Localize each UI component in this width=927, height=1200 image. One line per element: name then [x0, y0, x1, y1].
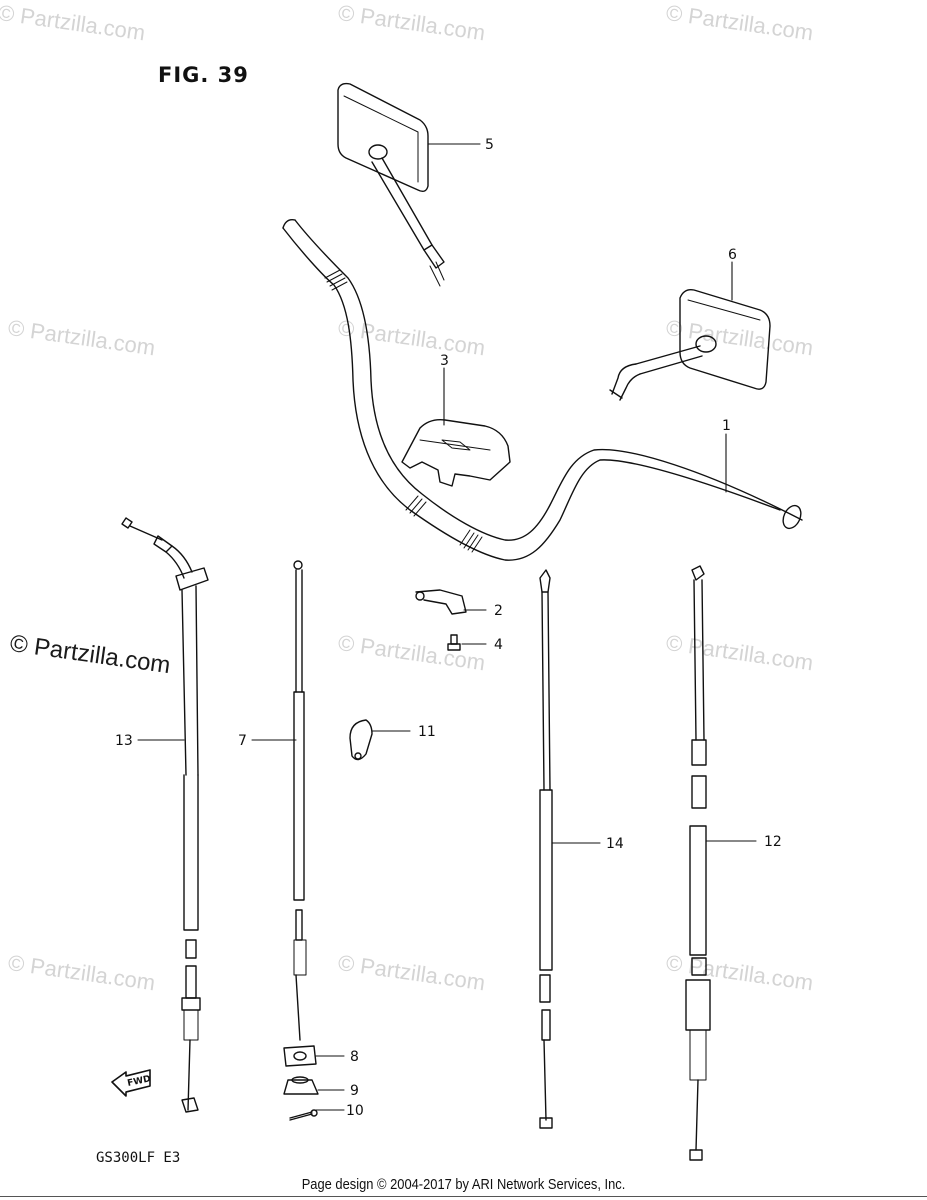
callout-10: 10: [346, 1103, 364, 1119]
throttle-cable[interactable]: [121, 517, 209, 1113]
callout-11: 11: [418, 724, 436, 740]
model-code: GS300LF E3: [96, 1150, 181, 1166]
callout-12: 12: [764, 834, 782, 850]
adjuster-nut[interactable]: [283, 1045, 317, 1067]
cable-12[interactable]: [685, 565, 711, 1161]
callout-1: 1: [722, 418, 731, 434]
cotter-pin[interactable]: [289, 1109, 318, 1121]
callout-8: 8: [350, 1049, 359, 1065]
clutch-cable[interactable]: [293, 560, 307, 1041]
callout-5: 5: [485, 137, 494, 153]
handlebar[interactable]: [282, 218, 804, 561]
figure-title: FIG. 39: [158, 63, 249, 87]
svg-text:FWD: FWD: [127, 1074, 152, 1089]
callout-6: 6: [728, 247, 737, 263]
forward-arrow-icon: FWD: [111, 1069, 152, 1097]
lock-nut[interactable]: [283, 1076, 319, 1095]
left-mirror[interactable]: [337, 82, 445, 287]
callout-3: 3: [440, 353, 449, 369]
footer-divider: [0, 1196, 927, 1197]
cable-clamp[interactable]: [415, 589, 467, 615]
cable-guide[interactable]: [349, 719, 373, 761]
callout-2: 2: [494, 603, 503, 619]
handlebar-holder[interactable]: [401, 418, 511, 487]
callout-7: 7: [238, 733, 247, 749]
callout-13: 13: [115, 733, 133, 749]
cable-14[interactable]: [539, 569, 553, 1129]
bolt[interactable]: [447, 634, 461, 651]
page-footer: Page design © 2004-2017 by ARI Network S…: [301, 1176, 626, 1193]
callout-14: 14: [606, 836, 624, 852]
callout-9: 9: [350, 1083, 359, 1099]
right-mirror[interactable]: [609, 288, 771, 401]
callout-4: 4: [494, 637, 503, 653]
